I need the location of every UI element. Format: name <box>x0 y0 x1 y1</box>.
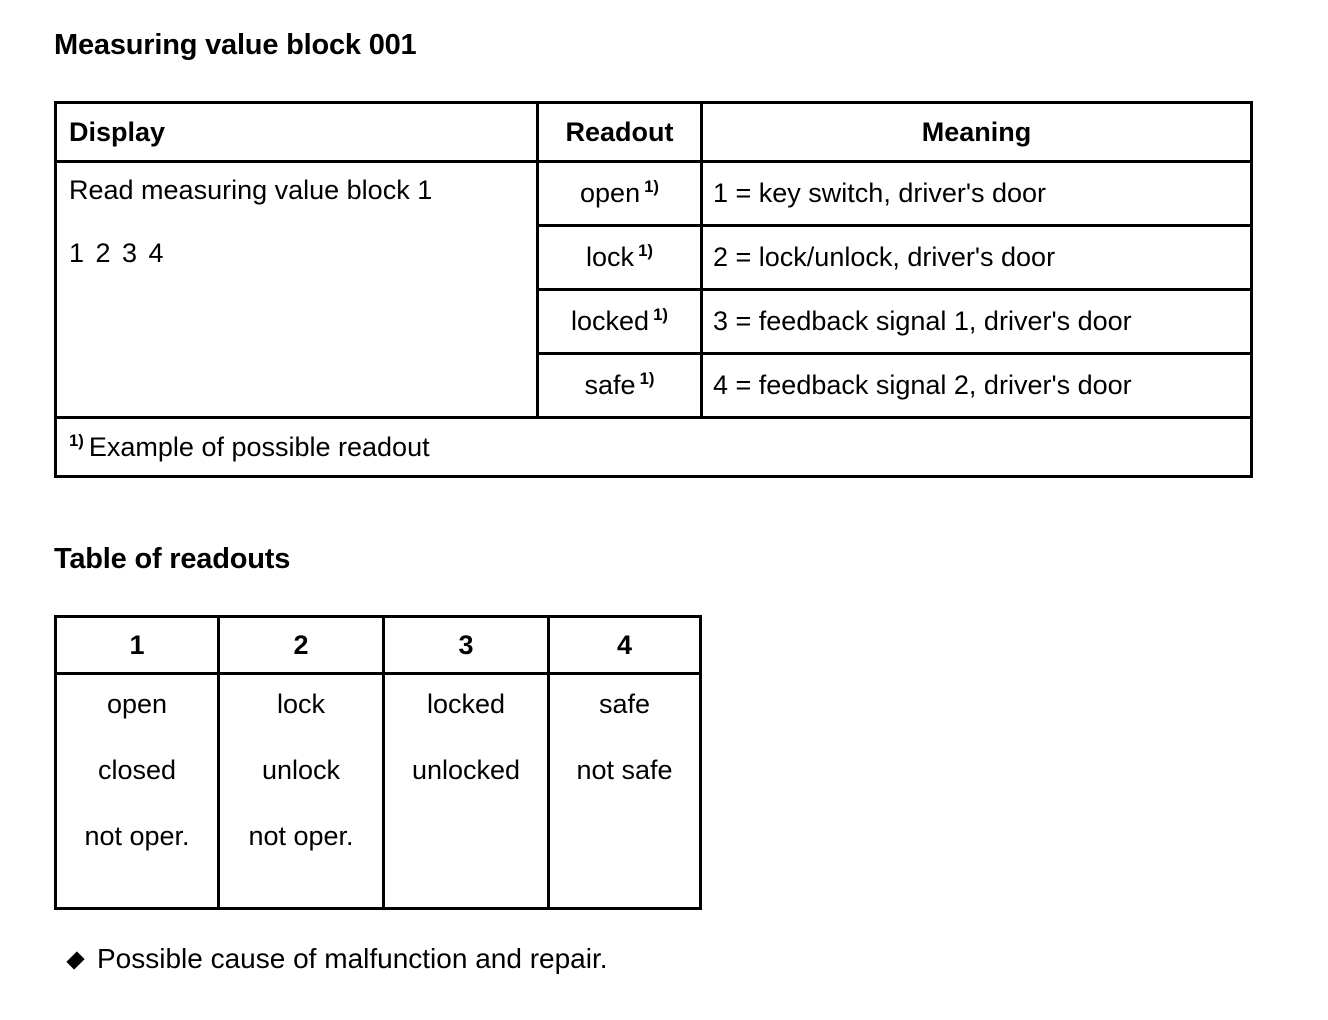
meaning-cell: 2 = lock/unlock, driver's door <box>700 224 1253 291</box>
footer-note: Possible cause of malfunction and repair… <box>66 943 608 974</box>
measuring-value-block-table: Display Readout Meaning Read measuring v… <box>54 101 1253 478</box>
readout-option: unlocked <box>411 755 521 785</box>
readout-option: not safe <box>576 755 673 785</box>
readout-option: safe <box>598 689 651 719</box>
readout-option: not oper. <box>248 821 354 851</box>
display-instruction-line-1: Read measuring value block 1 <box>69 175 433 205</box>
footnote-marker: 1) <box>644 177 659 196</box>
readout-value-text: lock <box>586 242 635 272</box>
table-row: Read measuring value block 1 1 2 3 4 ope… <box>54 160 1253 419</box>
readout-column-header-1: 1 <box>54 615 220 675</box>
readout-option: not oper. <box>84 821 190 851</box>
diamond-bullet-icon <box>66 950 85 970</box>
readout-column-header-3: 3 <box>382 615 550 675</box>
meaning-cell: 1 = key switch, driver's door <box>700 160 1253 227</box>
readout-value-text: open <box>580 178 641 208</box>
readout-option: unlock <box>261 755 341 785</box>
page-title: Measuring value block 001 <box>54 29 417 61</box>
readout-column-header-4: 4 <box>547 615 702 675</box>
section-title-table-of-readouts: Table of readouts <box>54 543 291 575</box>
column-header-readout: Readout <box>536 101 703 163</box>
column-header-display: Display <box>54 101 539 163</box>
readout-options-cell-4: safe not safe <box>547 672 702 910</box>
readout-options-cell-3: locked unlocked <box>382 672 550 910</box>
readout-value-text: locked <box>571 306 650 336</box>
readout-option: locked <box>426 689 506 719</box>
readout-column-header-2: 2 <box>217 615 385 675</box>
table-footnote-row: 1)Example of possible readout <box>54 416 1253 478</box>
table-row: open closed not oper. lock unlock not op… <box>54 672 702 910</box>
footnote-marker: 1) <box>653 305 668 324</box>
table-footnote-cell: 1)Example of possible readout <box>54 416 1253 478</box>
readout-options-cell-1: open closed not oper. <box>54 672 220 910</box>
footnote-text: Example of possible readout <box>88 431 430 462</box>
table-header-row: 1 2 3 4 <box>54 615 702 675</box>
footnote-marker: 1) <box>639 369 655 388</box>
footnote-marker: 1) <box>69 430 84 450</box>
readout-value-text: safe <box>584 370 636 400</box>
display-instruction-line-2: 1 2 3 4 <box>69 238 166 268</box>
readout-option: lock <box>276 689 325 719</box>
footnote-marker: 1) <box>638 241 653 260</box>
footer-note-text: Possible cause of malfunction and repair… <box>97 943 608 974</box>
table-header-row: Display Readout Meaning <box>54 101 1253 163</box>
readout-options-cell-2: lock unlock not oper. <box>217 672 385 910</box>
meaning-cell: 4 = feedback signal 2, driver's door <box>700 352 1253 419</box>
readout-option: closed <box>97 755 177 785</box>
display-instruction-cell: Read measuring value block 1 1 2 3 4 <box>54 160 539 419</box>
meaning-cell: 3 = feedback signal 1, driver's door <box>700 288 1253 355</box>
column-header-meaning: Meaning <box>700 101 1253 163</box>
table-of-readouts: 1 2 3 4 open closed not oper. lock unloc… <box>54 615 702 910</box>
readout-option: open <box>106 689 168 719</box>
